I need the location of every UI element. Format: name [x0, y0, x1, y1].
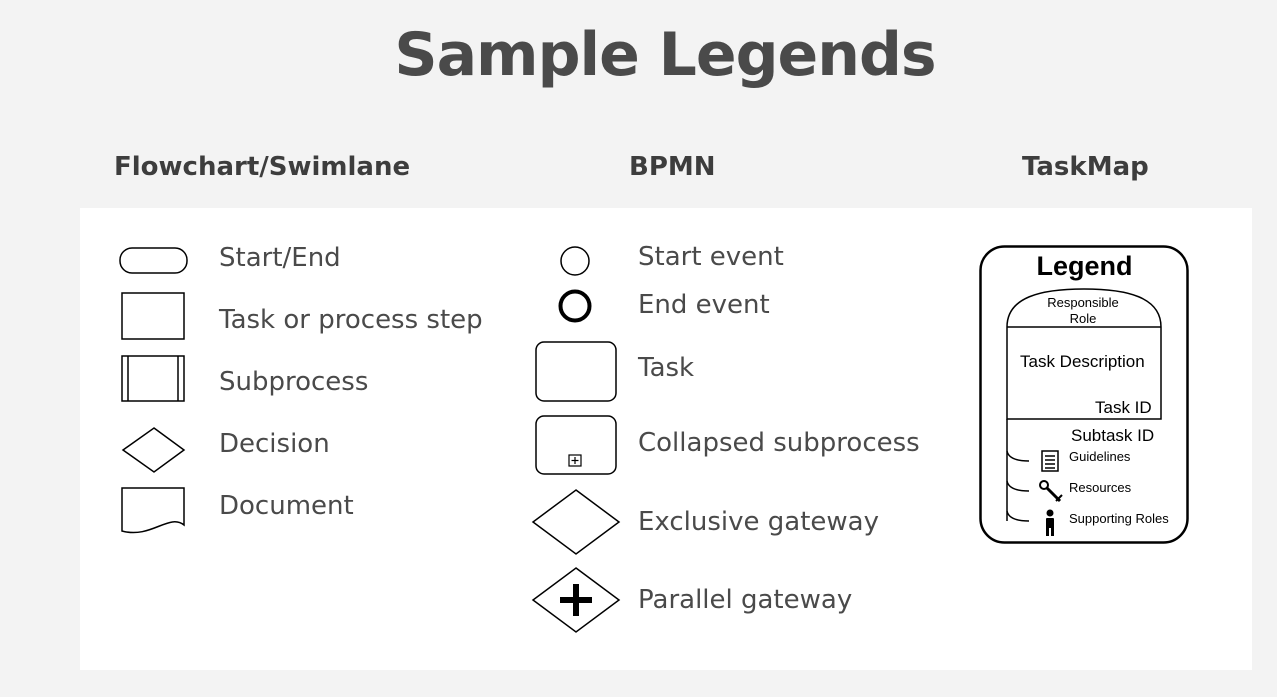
taskmap-supporting-roles: Supporting Roles [1069, 511, 1169, 526]
taskmap-guidelines: Guidelines [1069, 449, 1131, 464]
page-title: Sample Legends [394, 20, 936, 90]
taskmap-task-id: Task ID [1095, 398, 1152, 417]
taskmap-resources: Resources [1069, 480, 1132, 495]
bpmn-label-parallel-gateway: Parallel gateway [638, 585, 853, 615]
guidelines-icon [1041, 450, 1059, 472]
bpmn-label-exclusive-gateway: Exclusive gateway [638, 507, 879, 537]
taskmap-legend-title: Legend [1036, 251, 1133, 281]
flowchart-label-task: Task or process step [219, 305, 483, 335]
flowchart-heading: Flowchart/Swimlane [114, 152, 411, 182]
start-end-shape-icon [119, 247, 189, 275]
wrench-icon [1038, 479, 1064, 505]
parallel-gateway-icon [531, 566, 621, 634]
decision-shape-icon [121, 426, 187, 474]
taskmap-legend-card [979, 245, 1191, 545]
bpmn-label-end-event: End event [638, 290, 770, 320]
flowchart-label-document: Document [219, 491, 354, 521]
person-icon [1043, 509, 1057, 537]
end-event-icon [558, 289, 594, 323]
taskmap-task-description: Task Description [1020, 352, 1145, 371]
bpmn-label-task: Task [638, 353, 695, 383]
subprocess-shape-icon [121, 355, 186, 403]
flowchart-label-subprocess: Subprocess [219, 367, 369, 397]
bpmn-label-collapsed-subprocess: Collapsed subprocess [638, 428, 920, 458]
bpmn-heading: BPMN [629, 152, 716, 182]
bpmn-label-start-event: Start event [638, 242, 784, 272]
taskmap-responsible-role: Responsible Role [1047, 295, 1119, 326]
document-shape-icon [121, 487, 187, 535]
bpmn-task-shape-icon [535, 341, 618, 402]
start-event-icon [559, 246, 593, 278]
collapsed-subprocess-icon [535, 415, 618, 476]
flowchart-label-decision: Decision [219, 429, 330, 459]
taskmap-subtask-id: Subtask ID [1071, 426, 1155, 445]
taskmap-heading: TaskMap [1022, 152, 1149, 182]
flowchart-label-start-end: Start/End [219, 243, 341, 273]
process-step-shape-icon [121, 292, 186, 341]
exclusive-gateway-icon [531, 488, 621, 556]
